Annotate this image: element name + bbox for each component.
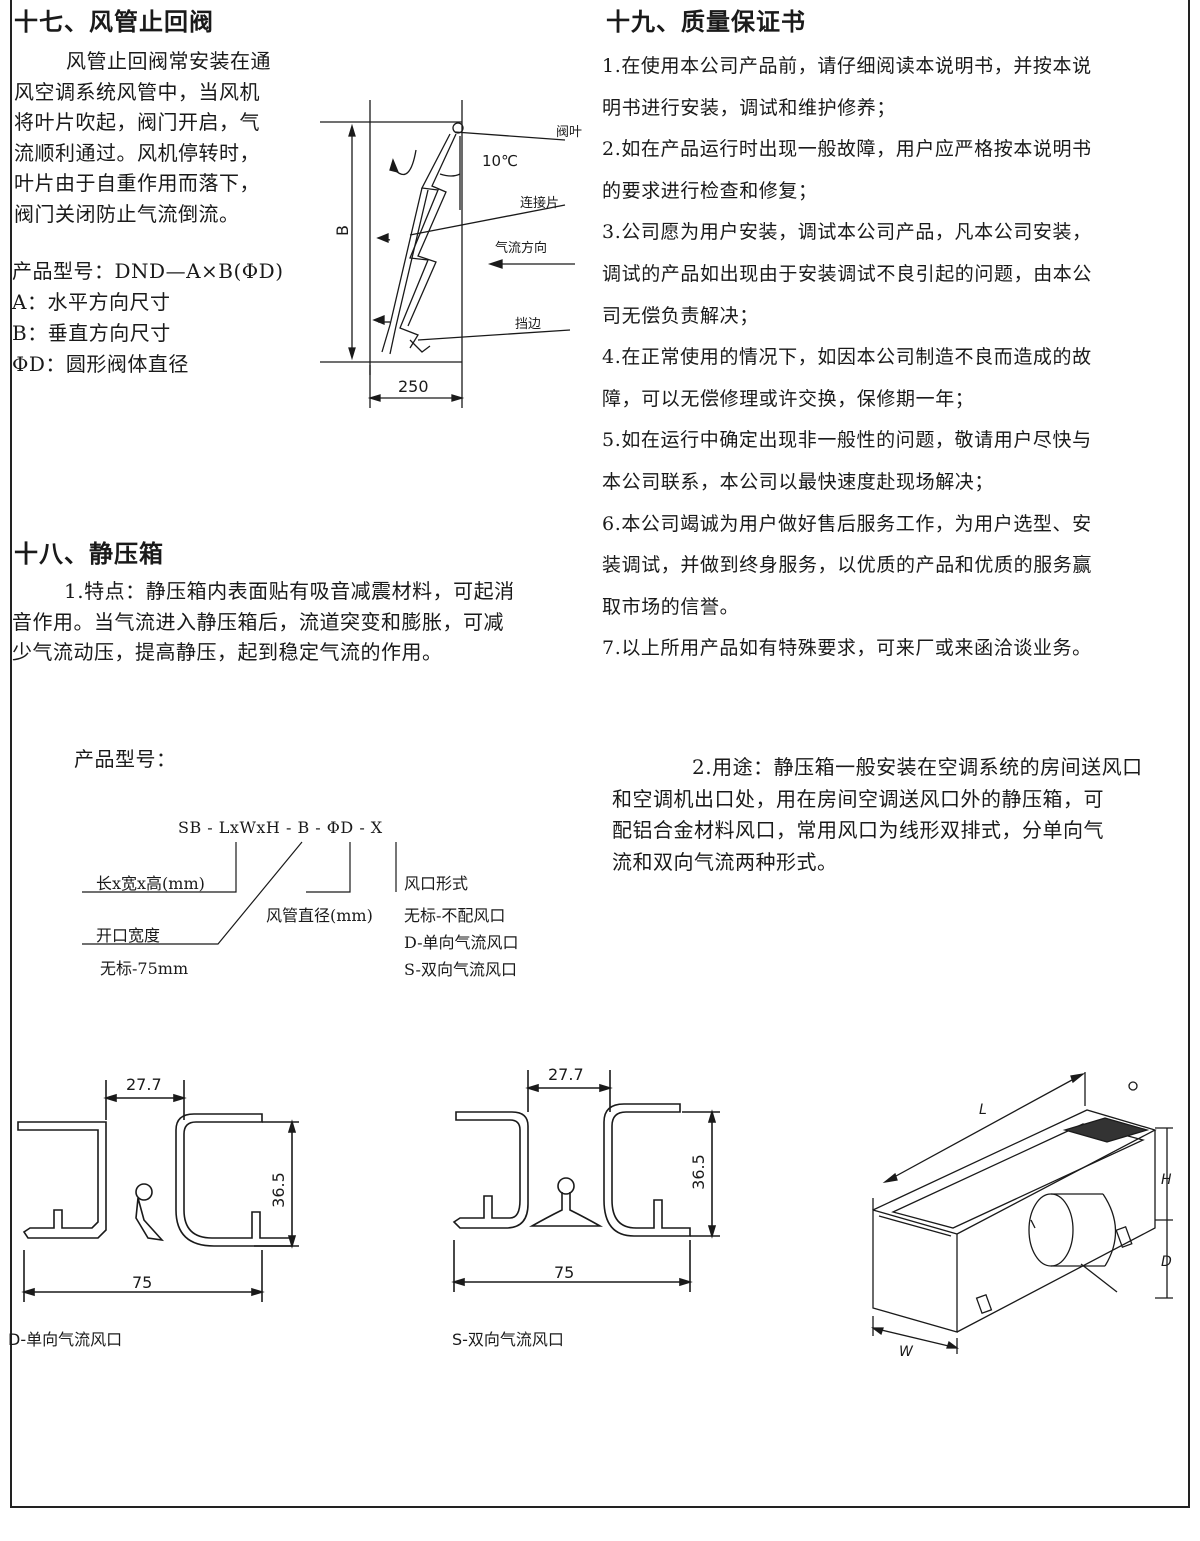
box-dim-h: H (1161, 1172, 1172, 1188)
s19-line: 司无偿负责解决； (602, 304, 759, 327)
section-18-title: 十八、静压箱 (14, 540, 164, 568)
s19-line: 7.以上所用产品如有特殊要求，可来厂或来函洽谈业务。 (602, 637, 1092, 660)
s19-line: 5.如在运行中确定出现非一般性的问题，敬请用户尽快与 (602, 429, 1092, 452)
s17-intro-line: 流顺利通过。风机停转时， (14, 140, 260, 165)
s17-model-block: 产品型号：DND—A×B(ΦD) A：水平方向尺寸 B：垂直方向尺寸 ΦD：圆形… (12, 256, 312, 380)
section-19-title: 十九、质量保证书 (606, 8, 806, 36)
double-dim-height: 36.5 (689, 1154, 708, 1190)
check-valve-diagram: 阀叶 10℃ 连接片 气流方向 挡边 B 250 (320, 100, 582, 408)
box-dim-d: D (1161, 1254, 1172, 1270)
s19-line: 本公司联系，本公司以最快速度赴现场解决； (602, 470, 995, 493)
double-caption: S-双向气流风口 (452, 1330, 564, 1349)
s18-usage-line: 流和双向气流两种形式。 (612, 849, 838, 874)
s18-model-label: 产品型号： (74, 747, 177, 771)
box-dim-l: L (979, 1102, 987, 1118)
legend-lwh: 长x宽x高(mm) (96, 874, 205, 893)
double-dim-width: 75 (554, 1263, 574, 1282)
s17-intro-line: 将叶片吹起，阀门开启，气 (14, 110, 260, 135)
label-angle: 10℃ (482, 152, 518, 170)
legend-outlet-option: D-单向气流风口 (404, 933, 519, 952)
label-connector: 连接片 (520, 195, 559, 211)
single-dim-top: 27.7 (126, 1075, 162, 1094)
single-caption: D-单向气流风口 (8, 1330, 123, 1349)
s17-model: 产品型号：DND—A×B(ΦD) (12, 259, 284, 283)
s19-line: 装调试，并做到终身服务，以优质的产品和优质的服务赢 (602, 554, 1093, 577)
s19-list: 1.在使用本公司产品前，请仔细阅读本说明书，并按本说 明书进行安装，调试和维护修… (602, 46, 1188, 670)
label-stop: 挡边 (515, 317, 541, 332)
s18-code: SB - LxWxH - B - ΦD - X (178, 818, 383, 837)
legend-opening: 开口宽度 (96, 926, 161, 945)
s17-intro-line: 风空调系统风管中，当风机 (14, 79, 260, 104)
label-airflow: 气流方向 (495, 240, 547, 256)
legend-outlet-option: 无标-不配风口 (404, 906, 506, 925)
s19-line: 调试的产品如出现由于安装调试不良引起的问题，由本公 (602, 262, 1093, 285)
model-code-diagram (82, 841, 397, 945)
legend-opening-default: 无标-75mm (100, 959, 189, 978)
legend-outlet: 风口形式 (404, 874, 469, 893)
box-dim-w: W (899, 1344, 914, 1360)
s19-line: 6.本公司竭诚为用户做好售后服务工作，为用户选型、安 (602, 512, 1092, 535)
s17-intro-line: 风管止回阀常安装在通 (66, 49, 271, 73)
s19-line: 的要求进行检查和修复； (602, 179, 818, 202)
s17-intro-line: 叶片由于自重作用而落下， (14, 171, 260, 196)
page-frame (10, 0, 1190, 1508)
s19-line: 1.在使用本公司产品前，请仔细阅读本说明书，并按本说 (602, 55, 1092, 77)
s19-line: 取市场的信誉。 (602, 595, 740, 618)
section-17-title: 十七、风管止回阀 (14, 8, 214, 36)
dim-width: 250 (398, 377, 429, 396)
s17-intro: 风管止回阀常安装在通 风空调系统风管中，当风机 将叶片吹起，阀门开启，气 流顺利… (14, 46, 314, 230)
s18-usage: 2.用途：静压箱一般安装在空调系统的房间送风口 和空调机出口处，用在房间空调送风… (612, 752, 1188, 878)
legend-duct: 风管直径(mm) (266, 906, 373, 925)
plenum-box-diagram: L H D W (871, 1072, 1173, 1360)
double-dim-top: 27.7 (548, 1065, 584, 1084)
s17-spec: A：水平方向尺寸 (12, 290, 171, 314)
single-dim-width: 75 (132, 1273, 152, 1292)
s18-feature: 1.特点：静压箱内表面贴有吸音减震材料，可起消 音作用。当气流进入静压箱后，流道… (12, 576, 592, 668)
s17-spec: ΦD：圆形阀体直径 (12, 352, 189, 376)
dim-b: B (333, 225, 352, 236)
s17-spec: B：垂直方向尺寸 (12, 321, 171, 345)
legend-outlet-option: S-双向气流风口 (404, 960, 517, 979)
profile-double-diagram: 27.7 36.5 75 (451, 1065, 720, 1292)
s19-line: 明书进行安装，调试和维护修养； (602, 96, 897, 119)
s18-feature-line: 音作用。当气流进入静压箱后，流道突变和膨胀，可减 (12, 609, 504, 634)
s18-usage-line: 和空调机出口处，用在房间空调送风口外的静压箱，可 (612, 786, 1104, 811)
label-blade: 阀叶 (556, 125, 582, 140)
single-dim-height: 36.5 (269, 1172, 288, 1208)
s18-usage-line: 2.用途：静压箱一般安装在空调系统的房间送风口 (692, 755, 1143, 779)
profile-single-diagram: 27.7 36.5 75 (17, 1075, 299, 1302)
s18-feature-line: 少气流动压，提高静压，起到稳定气流的作用。 (12, 640, 443, 665)
s18-usage-line: 配铝合金材料风口，常用风口为线形双排式，分单向气 (612, 818, 1104, 842)
s19-line: 4.在正常使用的情况下，如因本公司制造不良而造成的故 (602, 346, 1092, 369)
s17-intro-line: 阀门关闭防止气流倒流。 (14, 201, 240, 226)
s19-line: 2.如在产品运行时出现一般故障，用户应严格按本说明书 (602, 138, 1092, 161)
s19-line: 3.公司愿为用户安装，调试本公司产品，凡本公司安装， (602, 221, 1092, 244)
s19-line: 障，可以无偿修理或许交换，保修期一年； (602, 387, 975, 410)
s18-feature-line: 1.特点：静压箱内表面贴有吸音减震材料，可起消 (64, 579, 515, 603)
